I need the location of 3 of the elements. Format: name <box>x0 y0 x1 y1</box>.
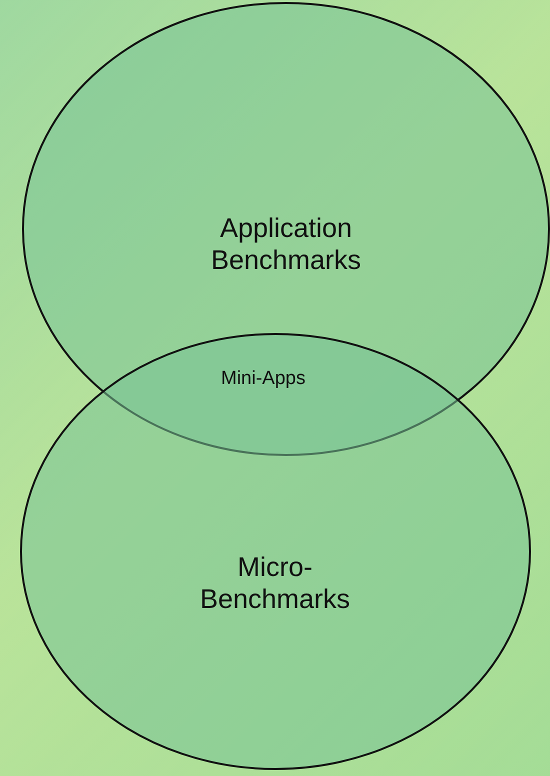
circle-label: Micro- Benchmarks <box>198 551 352 616</box>
circle-label: Application Benchmarks <box>210 212 362 277</box>
overlap-label: Mini-Apps <box>221 368 306 390</box>
